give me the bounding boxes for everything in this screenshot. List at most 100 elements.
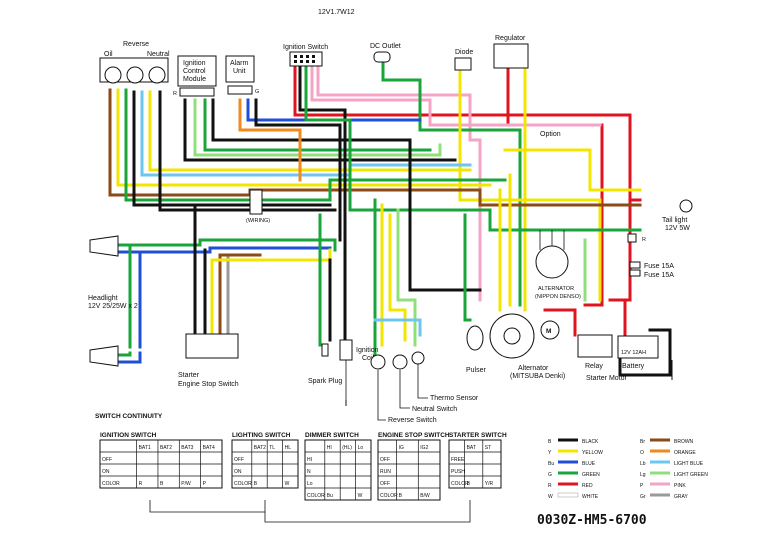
reverse-bulb-icon: [126, 66, 144, 84]
neutral-label: Neutral: [147, 51, 170, 58]
legend-name: PINK: [674, 483, 686, 489]
legend-entry: B BLACK: [548, 438, 599, 445]
switch-table-header: BAT3: [181, 445, 193, 451]
switch-table-header: HL: [285, 445, 292, 451]
svg-text:Fuse 15A: Fuse 15A: [644, 263, 674, 270]
header-text: 12V1.7W12: [318, 9, 355, 16]
alarm-connector: [227, 85, 253, 95]
starter-motor: M Starter Motor: [540, 320, 628, 382]
svg-text:Fuse 15A: Fuse 15A: [644, 272, 674, 279]
legend-name: GRAY: [674, 494, 688, 500]
tail-light: Tail light 12V 5W: [662, 199, 693, 232]
switch-table-cell: P/W: [181, 481, 191, 487]
svg-text:DC Outlet: DC Outlet: [370, 43, 401, 50]
indicator-bulbs: Reverse Oil Neutral: [99, 41, 170, 84]
regulator: Regulator: [493, 35, 529, 69]
legend-code: W: [548, 494, 553, 500]
icm-connector: [179, 87, 215, 97]
switch-continuity-title: SWITCH CONTINUITY: [95, 413, 163, 420]
legend-name: LIGHT GREEN: [674, 472, 708, 478]
ground-symbols: [345, 360, 673, 406]
starter-motor-icon: [540, 320, 560, 340]
ignition-control-module: Ignition Control Module R: [173, 55, 217, 97]
svg-text:Control: Control: [183, 68, 206, 75]
switch-table-cell: Bu: [327, 493, 333, 499]
pulser: Pulser: [466, 325, 487, 374]
headlight-upper-icon: [89, 235, 119, 257]
svg-text:(MITSUBA Denki): (MITSUBA Denki): [510, 373, 565, 380]
fuse2-icon: [629, 269, 641, 277]
switch-table-cell: COLOR: [102, 481, 120, 487]
switch-table-cell: Y/R: [485, 481, 494, 487]
neutral-bulb-icon: [148, 66, 166, 84]
switch-table-cell: PUSH: [451, 469, 465, 475]
battery-icon: [617, 335, 659, 359]
alarm-unit: Alarm Unit G: [225, 55, 259, 95]
fuse1-icon: [629, 261, 641, 269]
switch-table-title: DIMMER SWITCH: [305, 432, 359, 439]
legend-name: GREEN: [582, 472, 600, 478]
reverse-switch-icon: [370, 354, 386, 370]
switch-table-cell: COLOR: [380, 493, 398, 499]
svg-text:Reverse Switch: Reverse Switch: [388, 417, 437, 424]
switch-table-cell: Lo: [307, 481, 313, 487]
switch-table-cell: B: [399, 493, 403, 499]
switch-table-cell: P: [203, 481, 207, 487]
switch-table-header: TL: [269, 445, 275, 451]
switch-table-title: STARTER SWITCH: [449, 432, 507, 439]
dc-outlet: DC Outlet: [370, 43, 401, 63]
switch-table-header: Lo: [358, 445, 364, 451]
switch-table-title: ENGINE STOP SWITCH: [378, 432, 450, 439]
switch-table-cell: OFF: [380, 457, 390, 463]
legend-name: RED: [582, 483, 593, 489]
switch-table-cell: ON: [102, 469, 110, 475]
legend-code: Lg: [640, 472, 646, 478]
switch-table-cell: ON: [234, 469, 242, 475]
alternator-nippon: ALTERNATOR (NIPPON DENSO): [535, 230, 581, 300]
part-number: 0030Z-HM5-6700: [537, 513, 647, 528]
switch-table-cell: W: [285, 481, 290, 487]
legend-name: BLACK: [582, 439, 599, 445]
switch-table-cell: OFF: [380, 481, 390, 487]
switch-table-cell: B: [160, 481, 164, 487]
svg-text:12V 5W: 12V 5W: [665, 225, 690, 232]
svg-text:Ignition Switch: Ignition Switch: [283, 44, 328, 51]
switch-table-cell: N: [307, 469, 311, 475]
switch-table-cell: OFF: [102, 457, 112, 463]
svg-text:Starter Motor: Starter Motor: [586, 375, 628, 382]
svg-text:Coil: Coil: [362, 355, 375, 362]
legend-name: BLUE: [582, 461, 596, 467]
thermo-sensor-icon: [411, 351, 425, 365]
svg-text:R: R: [173, 91, 177, 97]
dc-outlet-icon: [373, 51, 391, 63]
svg-text:Engine Stop Switch: Engine Stop Switch: [178, 381, 239, 388]
svg-text:ALTERNATOR: ALTERNATOR: [538, 286, 574, 292]
tail-light-bulb-icon: [679, 199, 693, 213]
legend-code: B: [548, 439, 552, 445]
legend-name: YELLOW: [582, 450, 603, 456]
ignition-switch: Ignition Switch: [283, 44, 328, 67]
svg-text:12V 12AH: 12V 12AH: [621, 350, 646, 356]
svg-text:Regulator: Regulator: [495, 35, 526, 42]
legend-code: O: [640, 450, 644, 456]
switch-table-header: BAT4: [203, 445, 215, 451]
fuse-r-icon: [627, 233, 637, 243]
switch-table-cell: HI: [307, 457, 312, 463]
alternator-nippon-icon: [535, 245, 569, 279]
legend-code: Y: [548, 450, 552, 456]
svg-text:Thermo Sensor: Thermo Sensor: [430, 395, 479, 402]
switch-table-header: BAT: [467, 445, 476, 451]
legend-code: Lb: [640, 461, 646, 467]
legend-entry: Y YELLOW: [548, 449, 603, 456]
switch-table-cell: COLOR: [234, 481, 252, 487]
switch-table-cell: RUN: [380, 469, 391, 475]
svg-text:Module: Module: [183, 76, 206, 83]
